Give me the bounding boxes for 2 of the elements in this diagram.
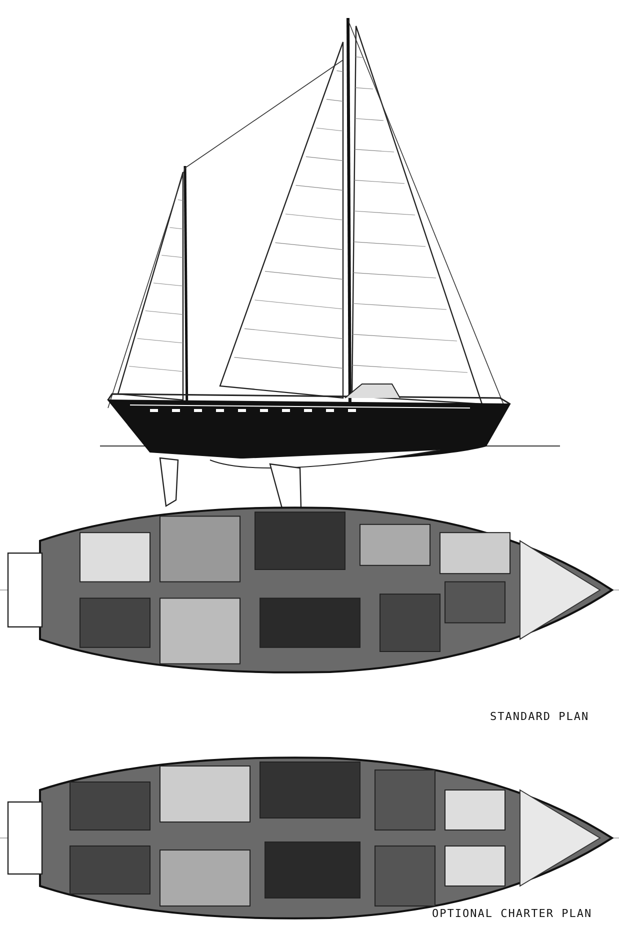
plan-caption: STANDARD PLAN [490,710,590,723]
plan-caption: OPTIONAL CHARTER PLAN [432,907,592,920]
